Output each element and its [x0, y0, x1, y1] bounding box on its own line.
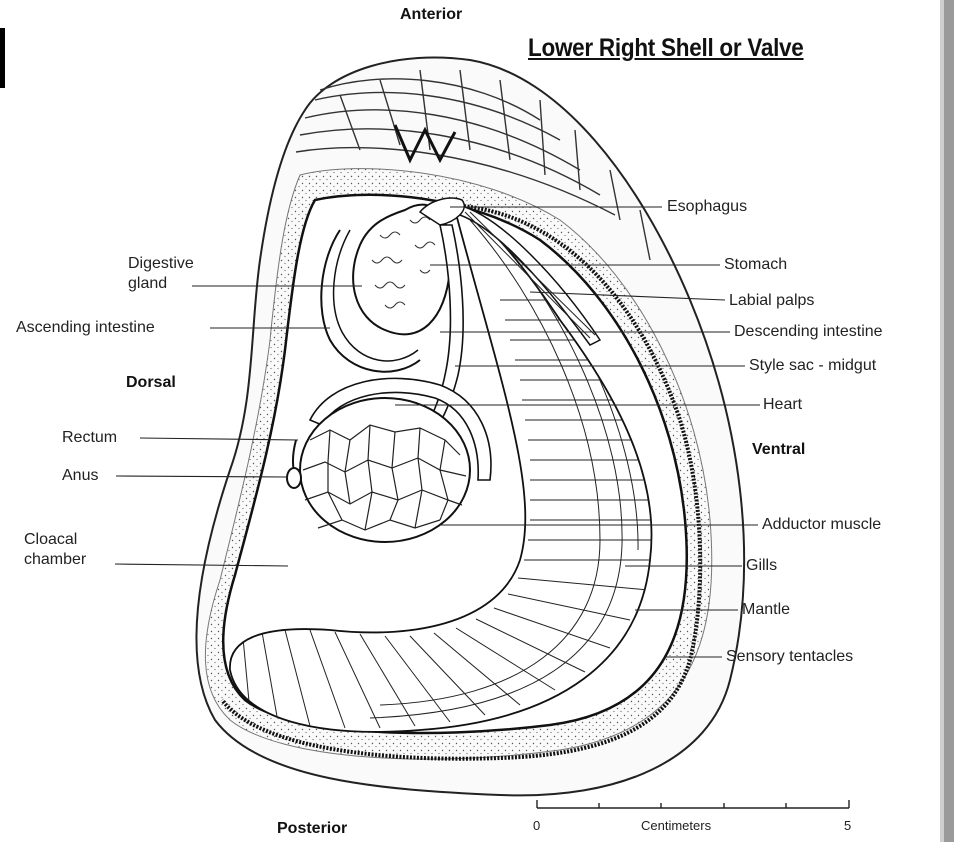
label-digestive-gland: Digestive gland — [128, 254, 228, 294]
scale-bar — [537, 800, 849, 808]
label-descending-intestine: Descending intestine — [734, 322, 883, 342]
label-stomach: Stomach — [724, 255, 787, 275]
label-sensory-tentacles: Sensory tentacles — [726, 647, 853, 667]
label-anus: Anus — [62, 466, 98, 486]
label-cloacal-chamber: Cloacal chamber — [24, 530, 109, 570]
adductor-muscle-shape — [300, 398, 470, 542]
dorsal-label: Dorsal — [126, 374, 176, 392]
label-adductor-muscle: Adductor muscle — [762, 515, 881, 535]
ventral-label: Ventral — [752, 441, 805, 459]
label-gills: Gills — [746, 556, 777, 576]
diagram-title: Lower Right Shell or Valve — [528, 34, 804, 63]
label-rectum: Rectum — [62, 428, 117, 448]
label-labial-palps: Labial palps — [729, 291, 814, 311]
posterior-label: Posterior — [277, 820, 347, 838]
scale-end: 5 — [844, 818, 851, 833]
anus-shape — [287, 468, 301, 488]
label-style-sac: Style sac - midgut — [749, 356, 876, 376]
anterior-label: Anterior — [400, 6, 462, 24]
scale-unit: Centimeters — [641, 818, 711, 833]
label-heart: Heart — [763, 395, 802, 415]
scale-start: 0 — [533, 818, 540, 833]
label-mantle: Mantle — [742, 600, 790, 620]
label-esophagus: Esophagus — [667, 197, 747, 217]
label-ascending-intestine: Ascending intestine — [16, 318, 155, 338]
